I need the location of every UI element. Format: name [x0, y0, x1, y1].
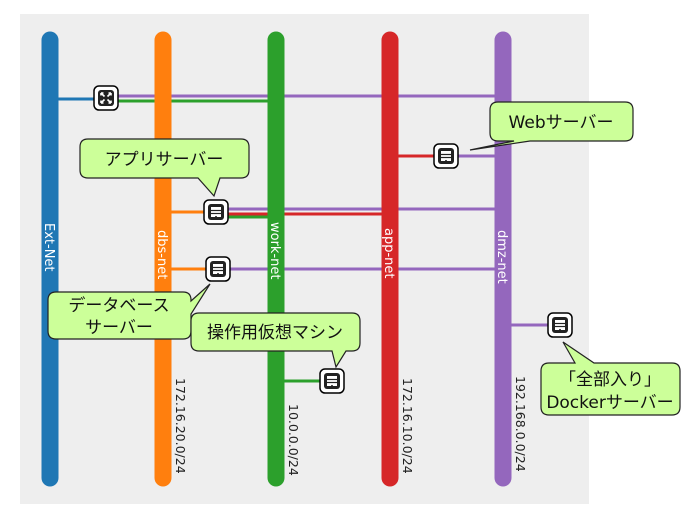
router-device[interactable]: [93, 85, 119, 111]
callout-web-server: Webサーバー: [469, 101, 634, 151]
network-cidr-dmz: 192.168.0.0/24: [513, 376, 528, 472]
callout-db-server-text-line1: データベース: [68, 295, 169, 316]
server-icon: [547, 312, 573, 338]
network-name-work: work-net: [267, 222, 282, 279]
web-server-device[interactable]: [433, 143, 459, 169]
router-icon: [93, 85, 119, 111]
devices: [93, 85, 573, 394]
networks: Ext-Net dbs-net 172.16.20.0/24 work-net …: [41, 31, 528, 487]
callout-work-vm: 操作用仮想マシン: [190, 312, 361, 369]
callout-docker-server-text-line1: 「全部入り」: [559, 370, 661, 390]
network-work-net[interactable]: work-net 10.0.0.0/24: [267, 31, 301, 487]
docker-server-device[interactable]: [547, 312, 573, 338]
callout-db-server-text-line2: サーバー: [85, 318, 153, 338]
network-cidr-dbs: 172.16.20.0/24: [173, 378, 188, 474]
network-name-dbs: dbs-net: [154, 230, 169, 279]
server-icon: [433, 143, 459, 169]
network-name-dmz: dmz-net: [494, 230, 509, 284]
callouts: Webサーバー アプリサーバー データベース サーバー 操作用仮想マシン 「全部…: [47, 101, 681, 416]
network-app-net[interactable]: app-net 172.16.10.0/24: [381, 31, 415, 487]
server-icon: [319, 368, 345, 394]
callout-docker-server: 「全部入り」 Dockerサーバー: [540, 341, 681, 416]
network-cidr-work: 10.0.0.0/24: [286, 404, 301, 476]
callout-app-server: アプリサーバー: [79, 138, 250, 198]
server-icon: [205, 256, 231, 282]
db-server-device[interactable]: [205, 256, 231, 282]
callout-docker-server-text-line2: Dockerサーバー: [546, 393, 673, 413]
callout-app-server-text: アプリサーバー: [105, 150, 224, 170]
callout-db-server: データベース サーバー: [47, 283, 211, 340]
network-name-app: app-net: [381, 228, 396, 279]
network-name-ext: Ext-Net: [41, 223, 56, 272]
server-icon: [203, 199, 229, 225]
network-dbs-net[interactable]: dbs-net 172.16.20.0/24: [154, 31, 188, 487]
work-vm-device[interactable]: [319, 368, 345, 394]
callout-work-vm-text: 操作用仮想マシン: [207, 323, 343, 343]
network-cidr-app: 172.16.10.0/24: [400, 378, 415, 474]
callout-web-server-text: Webサーバー: [509, 113, 614, 133]
network-ext-net[interactable]: Ext-Net: [41, 31, 59, 487]
app-server-device[interactable]: [203, 199, 229, 225]
